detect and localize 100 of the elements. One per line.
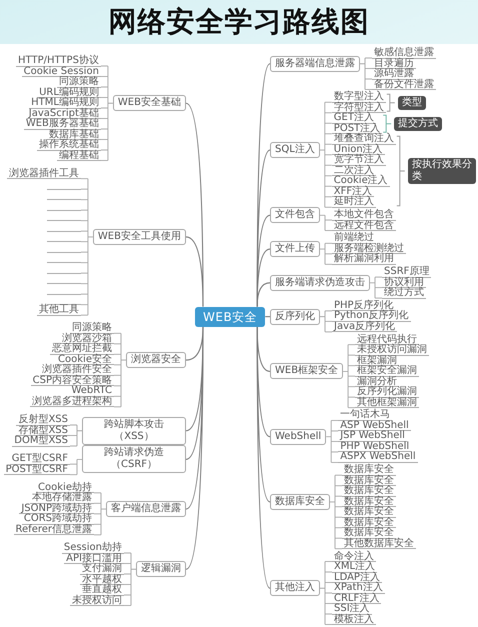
subtopic-label: URL编码规则 (37, 88, 101, 98)
topic-box: 其他注入 (270, 580, 320, 596)
leaf-connector (80, 230, 88, 232)
connector-trunk (320, 214, 326, 231)
leaf-connector (80, 272, 88, 274)
subtopic-label: 其他数据库安全 (342, 538, 416, 550)
subtopic-label: 模板注入 (332, 614, 376, 625)
leaf-connector (100, 86, 108, 88)
subtopic-label: 操作系统基础 (36, 140, 101, 150)
branch-connector (256, 326, 270, 589)
subtopic-label: 水平越权 (80, 574, 124, 585)
topic-box: 文件包含 (270, 207, 320, 224)
subtopic-label: 绕过方式 (382, 288, 426, 299)
leaf-connector (324, 242, 332, 244)
connector-trunk (326, 420, 332, 463)
leaf-connector (324, 144, 332, 145)
branch-connector (256, 282, 270, 307)
branch-connector (256, 326, 270, 372)
subtopic-label: 反射型XSS (16, 415, 70, 426)
leaf-connector (324, 186, 332, 187)
leaf-connector (324, 112, 332, 114)
leaf-connector (80, 314, 88, 316)
leaf-connector (94, 513, 102, 514)
subtopic-label: WebRTC (69, 386, 114, 397)
leaf-connector (114, 354, 122, 355)
subtopic-label: 一句话木马 (338, 410, 392, 421)
topic-box: 服务器端信息泄露 (270, 56, 360, 72)
leaf-connector (334, 506, 342, 508)
leaf-connector (324, 624, 332, 625)
topic-box: 跨站请求伪造（CSRF） (82, 445, 186, 474)
topic-box: 逻辑漏洞 (136, 561, 186, 578)
leaf-connector (80, 304, 88, 306)
subtopic-label: 备份文件泄露 (372, 80, 436, 90)
topic-box: 文件上传 (270, 241, 320, 258)
leaf-connector (348, 354, 356, 356)
leaf-connector (334, 496, 342, 497)
connector-trunk (76, 424, 82, 446)
subtopic-label: WEB服务器基础 (24, 119, 101, 130)
subtopic-label: Java反序列化 (332, 322, 398, 332)
connector-trunk (360, 58, 366, 90)
subtopic-label: 未授权访问 (70, 596, 124, 606)
subtopic-label: 同源策略 (70, 323, 114, 334)
subtopic-label: 数据库基础 (46, 130, 101, 140)
subtopic-label: POST型CSRF (4, 464, 70, 476)
topic-box: 跨站脚本攻击（XSS） (82, 416, 186, 445)
leaf-connector (114, 385, 122, 386)
leaf-connector (80, 283, 88, 284)
subtopic-label: SSRF原理 (382, 267, 432, 278)
leaf-connector (324, 154, 332, 156)
leaf-connector (324, 264, 332, 265)
subtopic-label: SSI注入 (332, 604, 372, 614)
subtopic-label: 服务端检测绕过 (332, 244, 406, 254)
subtopic-label: 源码泄露 (372, 69, 416, 80)
subtopic-label: JSP WebShell (338, 431, 407, 442)
subtopic-label: CRLF注入 (332, 594, 382, 604)
leaf-connector (348, 344, 356, 346)
subtopic-label: LDAP注入 (332, 572, 382, 583)
subtopic-label: CSP内容安全策略 (30, 376, 114, 386)
subtopic-label: 堆叠查询注入 (332, 134, 396, 145)
connector-trunk (130, 552, 136, 606)
branch-connector (186, 236, 204, 307)
topic-box: 浏览器安全 (126, 352, 186, 368)
leaf-connector (100, 76, 108, 77)
leaf-connector (334, 485, 342, 486)
category-tag: 类型 (398, 96, 426, 110)
subtopic-label: API接口滥用 (64, 554, 124, 564)
subtopic-label: 支付漏洞 (80, 564, 124, 574)
leaf-connector (114, 374, 122, 376)
subtopic-label: CORS跨域劫持 (22, 514, 94, 525)
topic-box: SQL注入 (270, 142, 320, 158)
central-topic-box: WEB安全 (195, 306, 266, 327)
leaf-connector (80, 178, 88, 180)
leaf-connector (94, 502, 102, 504)
subtopic-label: HTML编码规则 (29, 98, 101, 108)
leaf-connector (324, 592, 332, 594)
leaf-connector (124, 584, 132, 585)
leaf-connector (94, 492, 102, 494)
leaf-connector (348, 376, 356, 377)
leaf-connector (324, 603, 332, 604)
topic-box: WEB框架安全 (270, 363, 344, 380)
subtopic-label: GET型CSRF (10, 454, 70, 465)
topic-box: 反序列化 (270, 308, 320, 325)
leaf-connector (364, 78, 372, 80)
connector-trunk (87, 178, 94, 316)
leaf-connector (324, 310, 332, 312)
leaf-connector (70, 435, 78, 436)
connector-trunk (370, 276, 376, 299)
leaf-connector (124, 552, 132, 554)
subtopic-label: HTTP/HTTPS协议 (16, 56, 101, 66)
subtopic-label: 编程基础 (56, 150, 101, 161)
leaf-connector (364, 89, 372, 90)
subtopic-label: 数字型注入 (332, 92, 386, 103)
subtopic-label: 反序列化漏洞 (355, 387, 420, 398)
leaf-connector (324, 253, 332, 254)
leaf-connector (330, 420, 339, 421)
subtopic-label: 本地存储泄露 (30, 493, 94, 504)
leaf-connector (124, 605, 132, 606)
subtopic-label: 存储型XSS (16, 426, 70, 436)
leaf-connector (334, 538, 342, 539)
subtopic-label: 数据库安全 (342, 465, 396, 476)
